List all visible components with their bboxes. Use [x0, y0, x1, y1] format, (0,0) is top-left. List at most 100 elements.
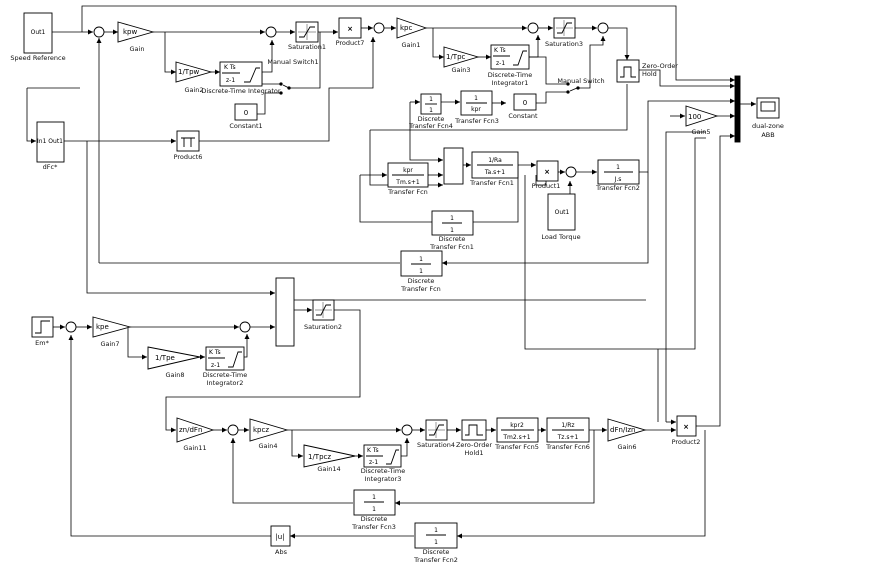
tf2-top: 1	[616, 164, 620, 171]
transfer-fcn2-block[interactable]: 1 J.s Transfer Fcn2	[595, 159, 640, 192]
product2-inner: ×	[683, 423, 689, 431]
gain11-block[interactable]: zn/dFn Gain11	[176, 417, 215, 452]
product2-block[interactable]: × Product2	[672, 415, 701, 446]
scope-label-2: ABB	[761, 131, 774, 139]
gain7-label: Gain7	[100, 340, 119, 348]
product6-block[interactable]: Product6	[174, 130, 203, 161]
product7-inner: ×	[347, 25, 353, 33]
sum-7[interactable]	[65, 321, 77, 333]
saturation2-label: Saturation2	[304, 323, 342, 331]
discrete-time-integrator3-block[interactable]: K Ts z-1 Discrete-Time Integrator3	[361, 444, 406, 483]
zoh-label-1: Zero-Order	[642, 62, 678, 70]
gain11-inner: zn/dFn	[179, 426, 202, 434]
speed-reference-block[interactable]: Out1 Speed Reference	[10, 12, 66, 62]
load-torque-block[interactable]: Out1 Load Torque	[541, 193, 581, 241]
discrete-transfer-fcn2-block[interactable]: 1 1 Discrete Transfer Fcn2	[413, 522, 458, 564]
tf6-top: 1/Rz	[561, 422, 574, 429]
gain5-block[interactable]: 100 Gain5	[685, 105, 719, 136]
product1-block[interactable]: × Product1	[532, 160, 561, 190]
constant-block[interactable]: 0 Constant	[508, 93, 538, 120]
tf6-bot: Tz.s+1	[557, 434, 579, 441]
constant1-block[interactable]: 0 Constant1	[229, 103, 263, 130]
zoh-label-2: Hold	[642, 70, 657, 78]
dfc-block[interactable]: In1 Out1 dFc*	[36, 121, 65, 171]
gain2-label: Gain2	[184, 86, 203, 94]
sum-rect-mid[interactable]	[443, 147, 464, 185]
transfer-fcn5-block[interactable]: kpr2 Tm2.s+1 Transfer Fcn5	[494, 417, 539, 451]
gain3-label: Gain3	[451, 66, 470, 74]
gain6-label: Gain6	[617, 443, 636, 451]
dtf1-label-2: Transfer Fcn1	[429, 243, 474, 251]
dti2-bot: z-1	[211, 362, 220, 369]
transfer-fcn-block[interactable]: kpr Tm.s+1 Transfer Fcn	[387, 162, 429, 196]
saturation2-block[interactable]: Saturation2	[304, 299, 342, 331]
mux-mid[interactable]	[275, 277, 295, 347]
transfer-fcn1-block[interactable]: 1/Ra Ta.s+1 Transfer Fcn1	[469, 151, 519, 187]
saturation4-block[interactable]: Saturation4	[417, 419, 455, 449]
dtf-bot: 1	[419, 268, 423, 275]
discrete-transfer-fcn-block[interactable]: 1 1 Discrete Transfer Fcn	[400, 250, 443, 293]
gain4-block[interactable]: kpcz Gain4	[249, 418, 289, 450]
saturation3-block[interactable]: Saturation3	[545, 17, 583, 48]
sum-9[interactable]	[227, 424, 239, 436]
dtf4-label-1: Discrete	[418, 115, 445, 123]
zero-order-hold-block[interactable]: Zero-Order Hold	[616, 59, 678, 83]
sum-3[interactable]	[373, 22, 385, 34]
gain14-block[interactable]: 1/Tpcz Gain14	[303, 444, 356, 473]
tf-top: kpr	[403, 167, 413, 174]
sum-5[interactable]	[597, 22, 609, 34]
tf2-label: Transfer Fcn2	[595, 184, 640, 192]
gain7-block[interactable]: kpe Gain7	[92, 316, 132, 348]
manual-switch-block[interactable]: Manual Switch	[557, 77, 605, 94]
dti3-bot: z-1	[369, 459, 378, 466]
manual-switch1-block[interactable]: Manual Switch1	[267, 58, 319, 95]
sum-8[interactable]	[239, 321, 251, 333]
transfer-fcn6-block[interactable]: 1/Rz Tz.s+1 Transfer Fcn6	[545, 417, 590, 451]
gain4-label: Gain4	[258, 442, 277, 450]
sum-2[interactable]	[265, 26, 277, 38]
gain1-block[interactable]: kpc Gain1	[396, 17, 428, 49]
signal-lines	[26, 5, 756, 539]
discrete-time-integrator2-block[interactable]: K Ts z-1 Discrete-Time Integrator2	[203, 346, 248, 387]
dfc-inner: In1 Out1	[37, 138, 63, 145]
em-label: Em*	[35, 339, 49, 347]
sum-10[interactable]	[401, 424, 413, 436]
discrete-transfer-fcn1-block[interactable]: 1 1 Discrete Transfer Fcn1	[429, 210, 474, 251]
mux-top[interactable]	[734, 75, 741, 143]
load-torque-label: Load Torque	[541, 233, 580, 241]
product1-inner: ×	[544, 168, 550, 176]
manual-switch-label: Manual Switch	[557, 77, 604, 85]
gain6-block[interactable]: dFn/Izn Gain6	[607, 418, 647, 451]
gain8-block[interactable]: 1/Tpe Gain8	[147, 346, 201, 379]
sum-1[interactable]	[93, 26, 105, 38]
scope-label-1: dual-zone	[752, 122, 784, 130]
gain1-inner: kpc	[400, 24, 412, 32]
product2-label: Product2	[672, 438, 701, 446]
discrete-transfer-fcn4-block[interactable]: 1 1 Discrete Transfer Fcn4	[408, 93, 453, 130]
abs-block[interactable]: |u| Abs	[270, 525, 291, 556]
discrete-time-integrator-block[interactable]: K Ts z-1 Discrete-Time Integrator	[201, 61, 281, 95]
saturation4-label: Saturation4	[417, 441, 455, 449]
tf3-top: 1	[474, 95, 478, 102]
product7-block[interactable]: × Product7	[336, 17, 365, 47]
gain2-block[interactable]: 1/Tpw Gain2	[175, 61, 213, 94]
gain4-inner: kpcz	[253, 426, 269, 434]
zero-order-hold1-block[interactable]: Zero-Order Hold1	[456, 419, 492, 457]
em-block[interactable]: Em*	[31, 316, 54, 347]
transfer-fcn3-block[interactable]: 1 kpr Transfer Fcn3	[454, 90, 499, 125]
sum-4[interactable]	[527, 22, 539, 34]
gain8-label: Gain8	[165, 371, 184, 379]
sum-6[interactable]	[565, 166, 577, 178]
tf1-top: 1/Ra	[488, 157, 502, 164]
dti2-top: K Ts	[209, 349, 221, 356]
gain-block[interactable]: kpw Gain	[117, 21, 155, 53]
scope-block[interactable]: dual-zone ABB	[752, 97, 784, 139]
discrete-time-integrator1-block[interactable]: K Ts z-1 Discrete-Time Integrator1	[488, 44, 533, 87]
abs-inner: |u|	[275, 533, 284, 541]
discrete-transfer-fcn3-block[interactable]: 1 1 Discrete Transfer Fcn3	[351, 489, 396, 531]
gain3-block[interactable]: 1/Tpc Gain3	[443, 46, 480, 74]
tf5-top: kpr2	[510, 422, 524, 429]
blocks: Out1 Speed Reference kpw Gain 1/Tpw Gain…	[10, 12, 784, 564]
gain1-label: Gain1	[401, 41, 420, 49]
saturation1-block[interactable]: Saturation1	[288, 21, 326, 51]
